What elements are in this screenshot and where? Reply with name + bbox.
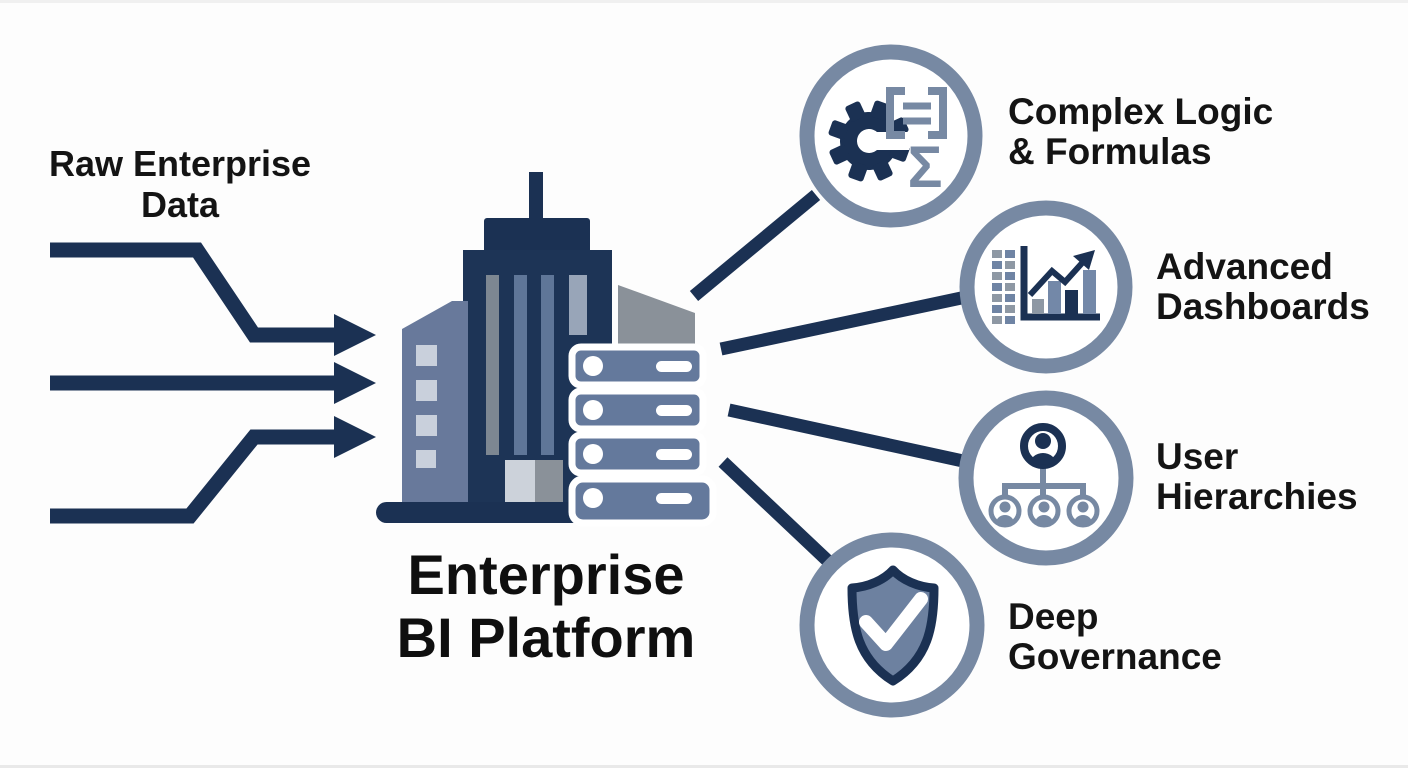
input-flow-arrows	[50, 242, 376, 524]
arrowhead-icon	[334, 416, 376, 458]
top-edge-artifact	[0, 0, 1408, 3]
label-advanced-dashboards-line2: Dashboards	[1156, 286, 1370, 327]
window	[416, 380, 437, 401]
server-stack-icon	[568, 343, 717, 527]
label-complex-logic: Complex Logic & Formulas	[1008, 92, 1273, 172]
platform-label: Enterprise BI Platform	[336, 543, 756, 669]
label-user-hierarchies: User Hierarchies	[1156, 437, 1358, 517]
low-rise-building	[402, 301, 468, 505]
org-chart-icon	[988, 423, 1100, 528]
trend-arrowhead	[1073, 250, 1095, 270]
gear-formula-icon: Σ	[828, 87, 947, 200]
bracket-equals-glyph	[886, 87, 947, 139]
label-complex-logic-line2: & Formulas	[1008, 131, 1212, 172]
output-badge-complex-logic: Σ	[799, 44, 983, 228]
window	[416, 415, 437, 436]
report-avatar	[988, 494, 1022, 528]
arrowhead-icon	[334, 314, 376, 356]
label-deep-governance: Deep Governance	[1008, 597, 1222, 677]
window	[416, 345, 437, 366]
label-advanced-dashboards: Advanced Dashboards	[1156, 247, 1370, 327]
manager-avatar	[1020, 423, 1066, 469]
connector-deep-governance	[718, 457, 835, 568]
connector-user-hierarchies	[727, 403, 965, 468]
trend-line	[1027, 259, 1086, 298]
report-avatar	[1027, 494, 1061, 528]
label-complex-logic-line1: Complex Logic	[1008, 91, 1274, 132]
output-badge-user-hierarchies	[958, 390, 1134, 566]
connector-advanced-dashboards	[719, 290, 968, 356]
input-arrow-bottom	[50, 416, 376, 524]
antenna	[529, 172, 543, 224]
platform-label-line2: BI Platform	[396, 606, 696, 669]
input-arrow-middle	[50, 362, 376, 404]
output-connector-lines	[689, 189, 968, 568]
output-badge-advanced-dashboards	[959, 200, 1133, 374]
entrance	[505, 460, 535, 503]
spreadsheet-grid	[992, 250, 1015, 324]
label-advanced-dashboards-line1: Advanced	[1156, 246, 1333, 287]
chart-axis	[1020, 246, 1100, 321]
badge-ring	[959, 200, 1133, 374]
sigma-glyph: Σ	[908, 135, 943, 200]
shield-check-icon	[847, 565, 939, 686]
connector-complex-logic	[689, 189, 821, 302]
input-arrow-top	[50, 242, 376, 356]
report-avatar	[1066, 494, 1100, 528]
arrowhead-icon	[334, 362, 376, 404]
label-deep-governance-line2: Governance	[1008, 636, 1222, 677]
platform-illustration	[376, 172, 717, 527]
label-user-hierarchies-line1: User	[1156, 436, 1239, 477]
checkmark-glyph	[859, 592, 928, 651]
platform-label-line1: Enterprise	[407, 543, 685, 606]
raw-data-label: Raw Enterprise Data	[20, 143, 340, 225]
output-badge-deep-governance	[799, 532, 985, 718]
label-user-hierarchies-line2: Hierarchies	[1156, 476, 1358, 517]
bottom-edge-artifact	[0, 765, 1408, 768]
raw-data-label-line1: Raw Enterprise	[48, 143, 312, 184]
label-deep-governance-line1: Deep	[1008, 596, 1099, 637]
bar-chart-trend-icon	[992, 246, 1100, 324]
raw-data-label-line2: Data	[140, 184, 220, 225]
window	[416, 450, 436, 468]
